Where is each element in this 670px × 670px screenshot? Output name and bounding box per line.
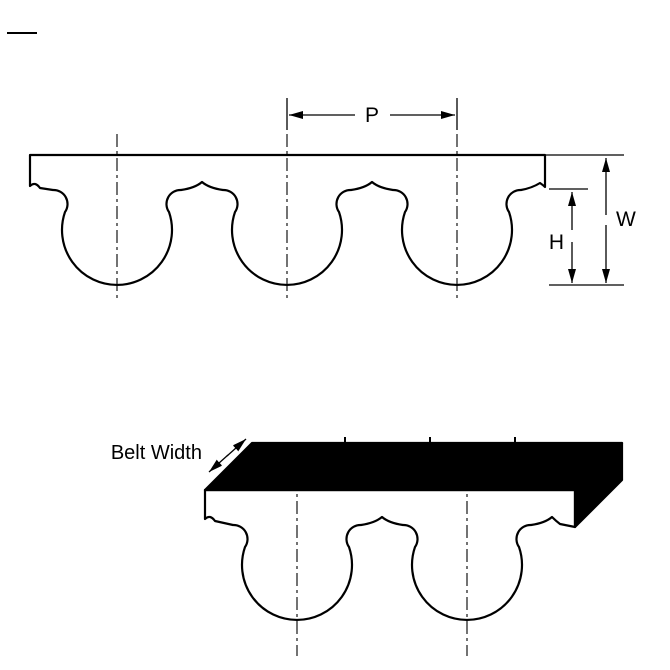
belt-width-arrow-down bbox=[208, 454, 229, 473]
belt-thickness-dimension: W bbox=[546, 154, 636, 286]
belt-profile-side-view bbox=[28, 153, 547, 287]
height-label: H bbox=[549, 231, 564, 254]
belt-iso-end-face bbox=[573, 441, 624, 529]
tooth-centerlines-side-view bbox=[116, 134, 458, 302]
pitch-dimension: P bbox=[286, 98, 458, 130]
belt-profile-iso-front-face bbox=[203, 488, 577, 622]
pitch-label: P bbox=[365, 104, 379, 127]
belt-width-arrow-up bbox=[226, 438, 247, 457]
belt-width-annotation: Belt Width bbox=[111, 438, 247, 473]
tooth-centerlines-iso-view bbox=[296, 477, 468, 656]
tooth-height-dimension: H bbox=[549, 188, 588, 283]
belt-width-label: Belt Width bbox=[111, 442, 202, 464]
belt-iso-top-face bbox=[203, 441, 624, 492]
width-label: W bbox=[616, 208, 636, 231]
back-edge-tooth-ticks bbox=[344, 437, 516, 444]
